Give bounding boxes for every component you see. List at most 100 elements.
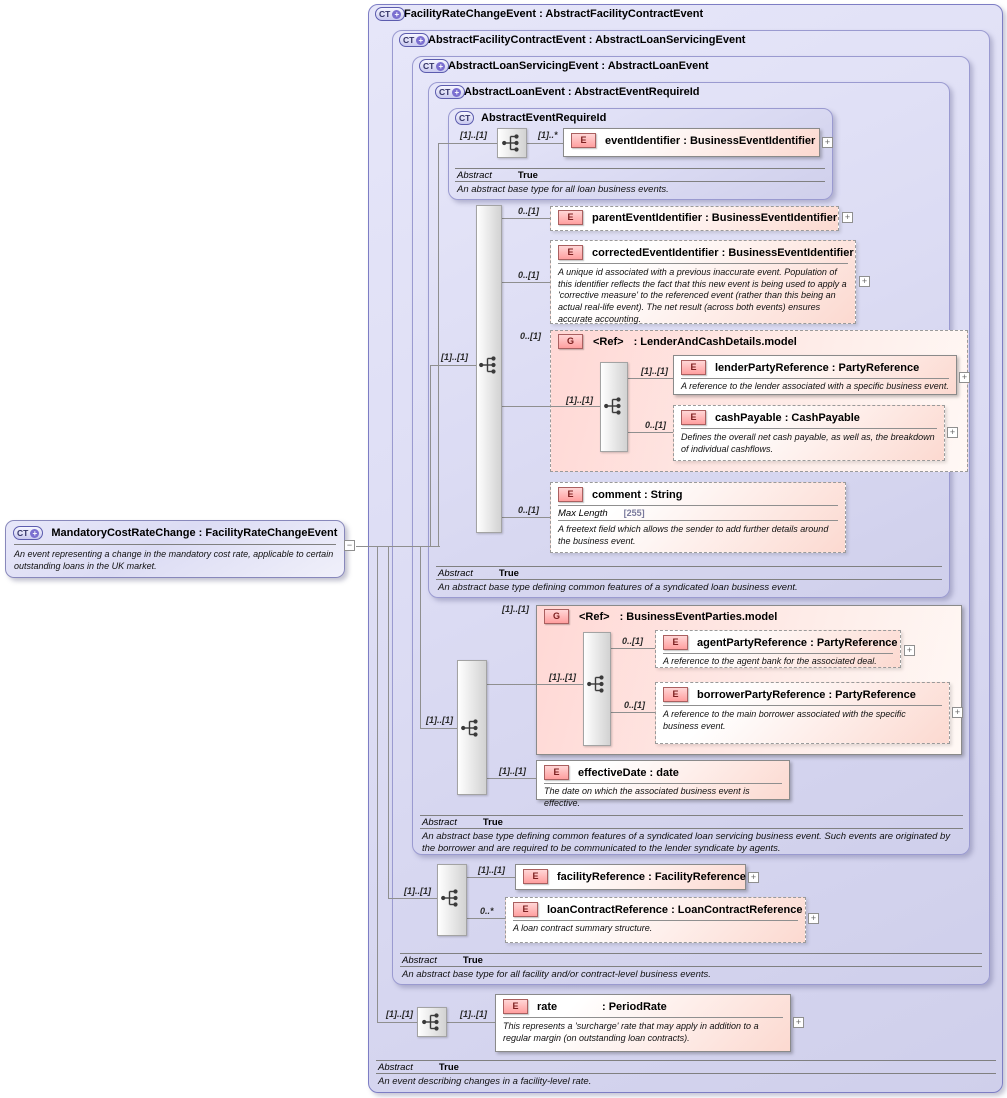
group-icon: G: [544, 609, 569, 624]
element-icon: E: [558, 487, 583, 502]
expand-button[interactable]: +: [748, 872, 759, 883]
connector-line: [502, 406, 600, 407]
cardinality-label: [1]..[1]: [478, 865, 505, 875]
connector-line: [447, 1022, 495, 1023]
connector-line: [502, 517, 550, 518]
connector-line: [356, 546, 440, 547]
abstract-label: Abstract: [457, 170, 492, 181]
element-annotation: A reference to the lender associated wit…: [681, 381, 949, 391]
connector-line: [487, 684, 583, 685]
cardinality-label: [1]..[1]: [404, 886, 431, 896]
expand-button[interactable]: +: [959, 372, 970, 383]
type-annotation: An event describing changes in a facilit…: [378, 1076, 592, 1087]
sequence-compositor-aeri[interactable]: [497, 128, 527, 158]
global-element-mandatory-cost-rate-change[interactable]: CT+ MandatoryCostRateChange : FacilityRa…: [5, 520, 345, 578]
global-element-title: MandatoryCostRateChange : FacilityRateCh…: [51, 527, 338, 539]
connector-line: [611, 648, 655, 649]
connector-line: [487, 778, 536, 779]
ct-badge-label: CT: [17, 528, 29, 538]
element-icon: E: [681, 360, 706, 375]
abstract-value: True: [482, 817, 503, 828]
sequence-icon: [587, 675, 604, 693]
abstract-row: Abstract True: [457, 170, 538, 181]
cardinality-label: [1]..*: [538, 130, 558, 140]
cardinality-label: 0..[1]: [624, 700, 646, 710]
abstract-row: Abstract True: [378, 1062, 459, 1073]
plus-circle-icon: +: [30, 528, 40, 538]
abstract-label: Abstract: [378, 1062, 413, 1073]
expand-button[interactable]: +: [859, 276, 870, 287]
expand-button[interactable]: +: [842, 212, 853, 223]
connector-line: [420, 546, 421, 728]
element-label: correctedEventIdentifier : BusinessEvent…: [592, 246, 854, 259]
collapse-button[interactable]: −: [344, 540, 355, 551]
type-annotation: An abstract base type for all loan busin…: [457, 184, 669, 195]
ct-badge-label: CT: [459, 113, 471, 123]
cardinality-label: [1]..[1]: [460, 130, 487, 140]
cardinality-label: 0..[1]: [518, 270, 540, 280]
plus-circle-icon: +: [392, 9, 402, 19]
ct-badge-label: CT: [403, 35, 415, 45]
expand-button[interactable]: +: [793, 1017, 804, 1028]
sequence-bar-abstract-loan-event[interactable]: [476, 205, 502, 533]
ct-badge-label: CT: [379, 9, 391, 19]
facet-label: Max Length: [558, 508, 608, 519]
cardinality-label: [1]..[1]: [441, 352, 468, 362]
abstract-value: True: [517, 170, 538, 181]
element-annotation: A freetext field which allows the sender…: [558, 524, 829, 546]
cardinality-label: [1]..[1]: [386, 1009, 413, 1019]
divider: [420, 815, 963, 816]
connector-line: [377, 546, 378, 1022]
element-icon: E: [513, 902, 538, 917]
expand-button[interactable]: +: [947, 427, 958, 438]
element-annotation: This represents a 'surcharge' rate that …: [503, 1021, 759, 1043]
element-icon: E: [681, 410, 706, 425]
element-annotation: A reference to the main borrower associa…: [663, 709, 906, 731]
sequence-bar-abstract-facility-contract-event[interactable]: [437, 864, 467, 936]
cardinality-label: 0..[1]: [645, 420, 667, 430]
element-annotation: A unique id associated with a previous i…: [558, 267, 847, 324]
divider: [455, 181, 825, 182]
connector-line: [502, 282, 550, 283]
expand-button[interactable]: +: [808, 913, 819, 924]
sequence-icon: [479, 356, 496, 374]
sequence-bar-business-event-parties[interactable]: [583, 632, 611, 746]
divider: [400, 966, 982, 967]
divider: [436, 566, 942, 567]
sequence-compositor-frce[interactable]: [417, 1007, 447, 1037]
expand-button[interactable]: +: [904, 645, 915, 656]
type-annotation: An abstract base type defining common fe…: [422, 831, 951, 855]
complex-type-icon: CT: [455, 111, 475, 125]
group-ref-label: <Ref>: [593, 335, 624, 348]
group-header-lender-and-cash-details: G <Ref> : LenderAndCashDetails.model: [558, 334, 797, 349]
facet-row: Max Length[255]: [551, 506, 845, 520]
element-label: effectiveDate : date: [578, 766, 679, 779]
element-label: cashPayable : CashPayable: [715, 411, 860, 424]
connector-line: [377, 1022, 417, 1023]
expand-button[interactable]: +: [952, 707, 963, 718]
divider: [558, 505, 838, 506]
connector-line: [430, 365, 431, 546]
element-icon: E: [503, 999, 528, 1014]
cardinality-label: [1]..[1]: [499, 766, 526, 776]
element-icon: E: [544, 765, 569, 780]
abstract-value: True: [438, 1062, 459, 1073]
expand-button[interactable]: +: [822, 137, 833, 148]
divider: [455, 168, 825, 169]
complex-type-icon: CT+: [375, 7, 406, 21]
